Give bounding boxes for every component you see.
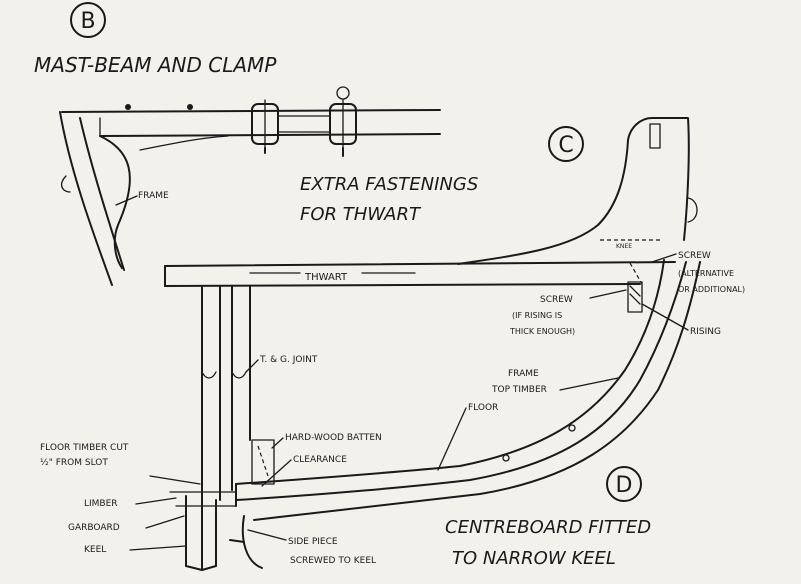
label-tg-joint: T. & G. JOINT — [259, 355, 318, 365]
section-b-circle — [70, 2, 106, 38]
thwart-knee — [457, 139, 629, 265]
label-screw-top-note1: (ALTERNATIVE — [678, 269, 734, 278]
section-c-title-line1: EXTRA FASTENINGS — [300, 174, 478, 195]
label-clearance: CLEARANCE — [293, 455, 347, 465]
section-b: B MAST-BEAM AND CLAMP FRAME — [34, 2, 441, 286]
knee-bracket — [99, 135, 131, 269]
floor-bottom — [235, 261, 687, 501]
floor-top — [235, 259, 665, 485]
label-side-piece-1: SIDE PIECE — [288, 537, 338, 547]
keel — [185, 495, 217, 571]
section-d: D CENTREBOARD FITTED TO NARROW KEEL T. &… — [40, 259, 701, 571]
label-screw-top-note2: OR ADDITIONAL) — [678, 285, 745, 294]
label-screw-mid: SCREW — [540, 295, 573, 305]
section-c-letter: C — [558, 133, 573, 158]
label-knee: KNEE — [616, 243, 632, 250]
frame-b-outer — [59, 111, 113, 286]
section-b-letter: B — [80, 9, 95, 34]
section-d-circle — [606, 466, 642, 502]
beam-bolt — [187, 104, 193, 110]
label-rising: RISING — [690, 327, 721, 337]
label-frame-top-timber-2: TOP TIMBER — [491, 385, 547, 395]
section-c: C EXTRA FASTENINGS FOR THWART THWART KNE… — [164, 117, 745, 337]
frame-b-inner — [79, 117, 125, 271]
knee-arm — [139, 135, 229, 151]
label-frame-b: FRAME — [138, 191, 169, 201]
label-thwart: THWART — [304, 272, 348, 283]
label-floor-timber-2: ½" FROM SLOT — [40, 458, 108, 468]
hull-sheer-top — [627, 117, 690, 241]
thwart-bottom-edge — [164, 283, 641, 287]
mast-beam-bottom-edge — [99, 133, 441, 137]
section-c-title-line2: FOR THWART — [300, 204, 422, 225]
section-d-title-line2: TO NARROW KEEL — [452, 548, 616, 569]
planking — [253, 261, 701, 521]
section-d-title-line1: CENTREBOARD FITTED — [445, 517, 651, 538]
label-hardwood-batten: HARD-WOOD BATTEN — [285, 433, 382, 443]
label-side-piece-2: SCREWED TO KEEL — [290, 556, 376, 566]
rising-block — [627, 281, 643, 313]
hardwood-batten — [251, 439, 275, 485]
section-b-title: MAST-BEAM AND CLAMP — [34, 53, 277, 77]
beam-bolt — [125, 104, 131, 110]
label-garboard: GARBOARD — [68, 523, 120, 533]
tg-joint-mark — [201, 371, 247, 379]
label-keel: KEEL — [84, 545, 106, 555]
label-floor: FLOOR — [468, 403, 498, 413]
section-c-circle — [548, 126, 584, 162]
label-screw-mid-note1: (IF RISING IS — [512, 311, 562, 320]
label-screw-mid-note2: THICK ENOUGH) — [509, 327, 575, 336]
label-screw-top: SCREW — [678, 251, 711, 261]
label-floor-timber-1: FLOOR TIMBER CUT — [40, 443, 129, 453]
thwart-top-edge — [164, 261, 676, 267]
section-d-letter: D — [616, 473, 633, 498]
label-frame-top-timber-1: FRAME — [508, 369, 539, 379]
label-limber: LIMBER — [84, 499, 118, 509]
side-piece — [241, 515, 263, 569]
gunwale-rub — [687, 197, 698, 223]
mast-clamp-fitting — [251, 86, 357, 157]
